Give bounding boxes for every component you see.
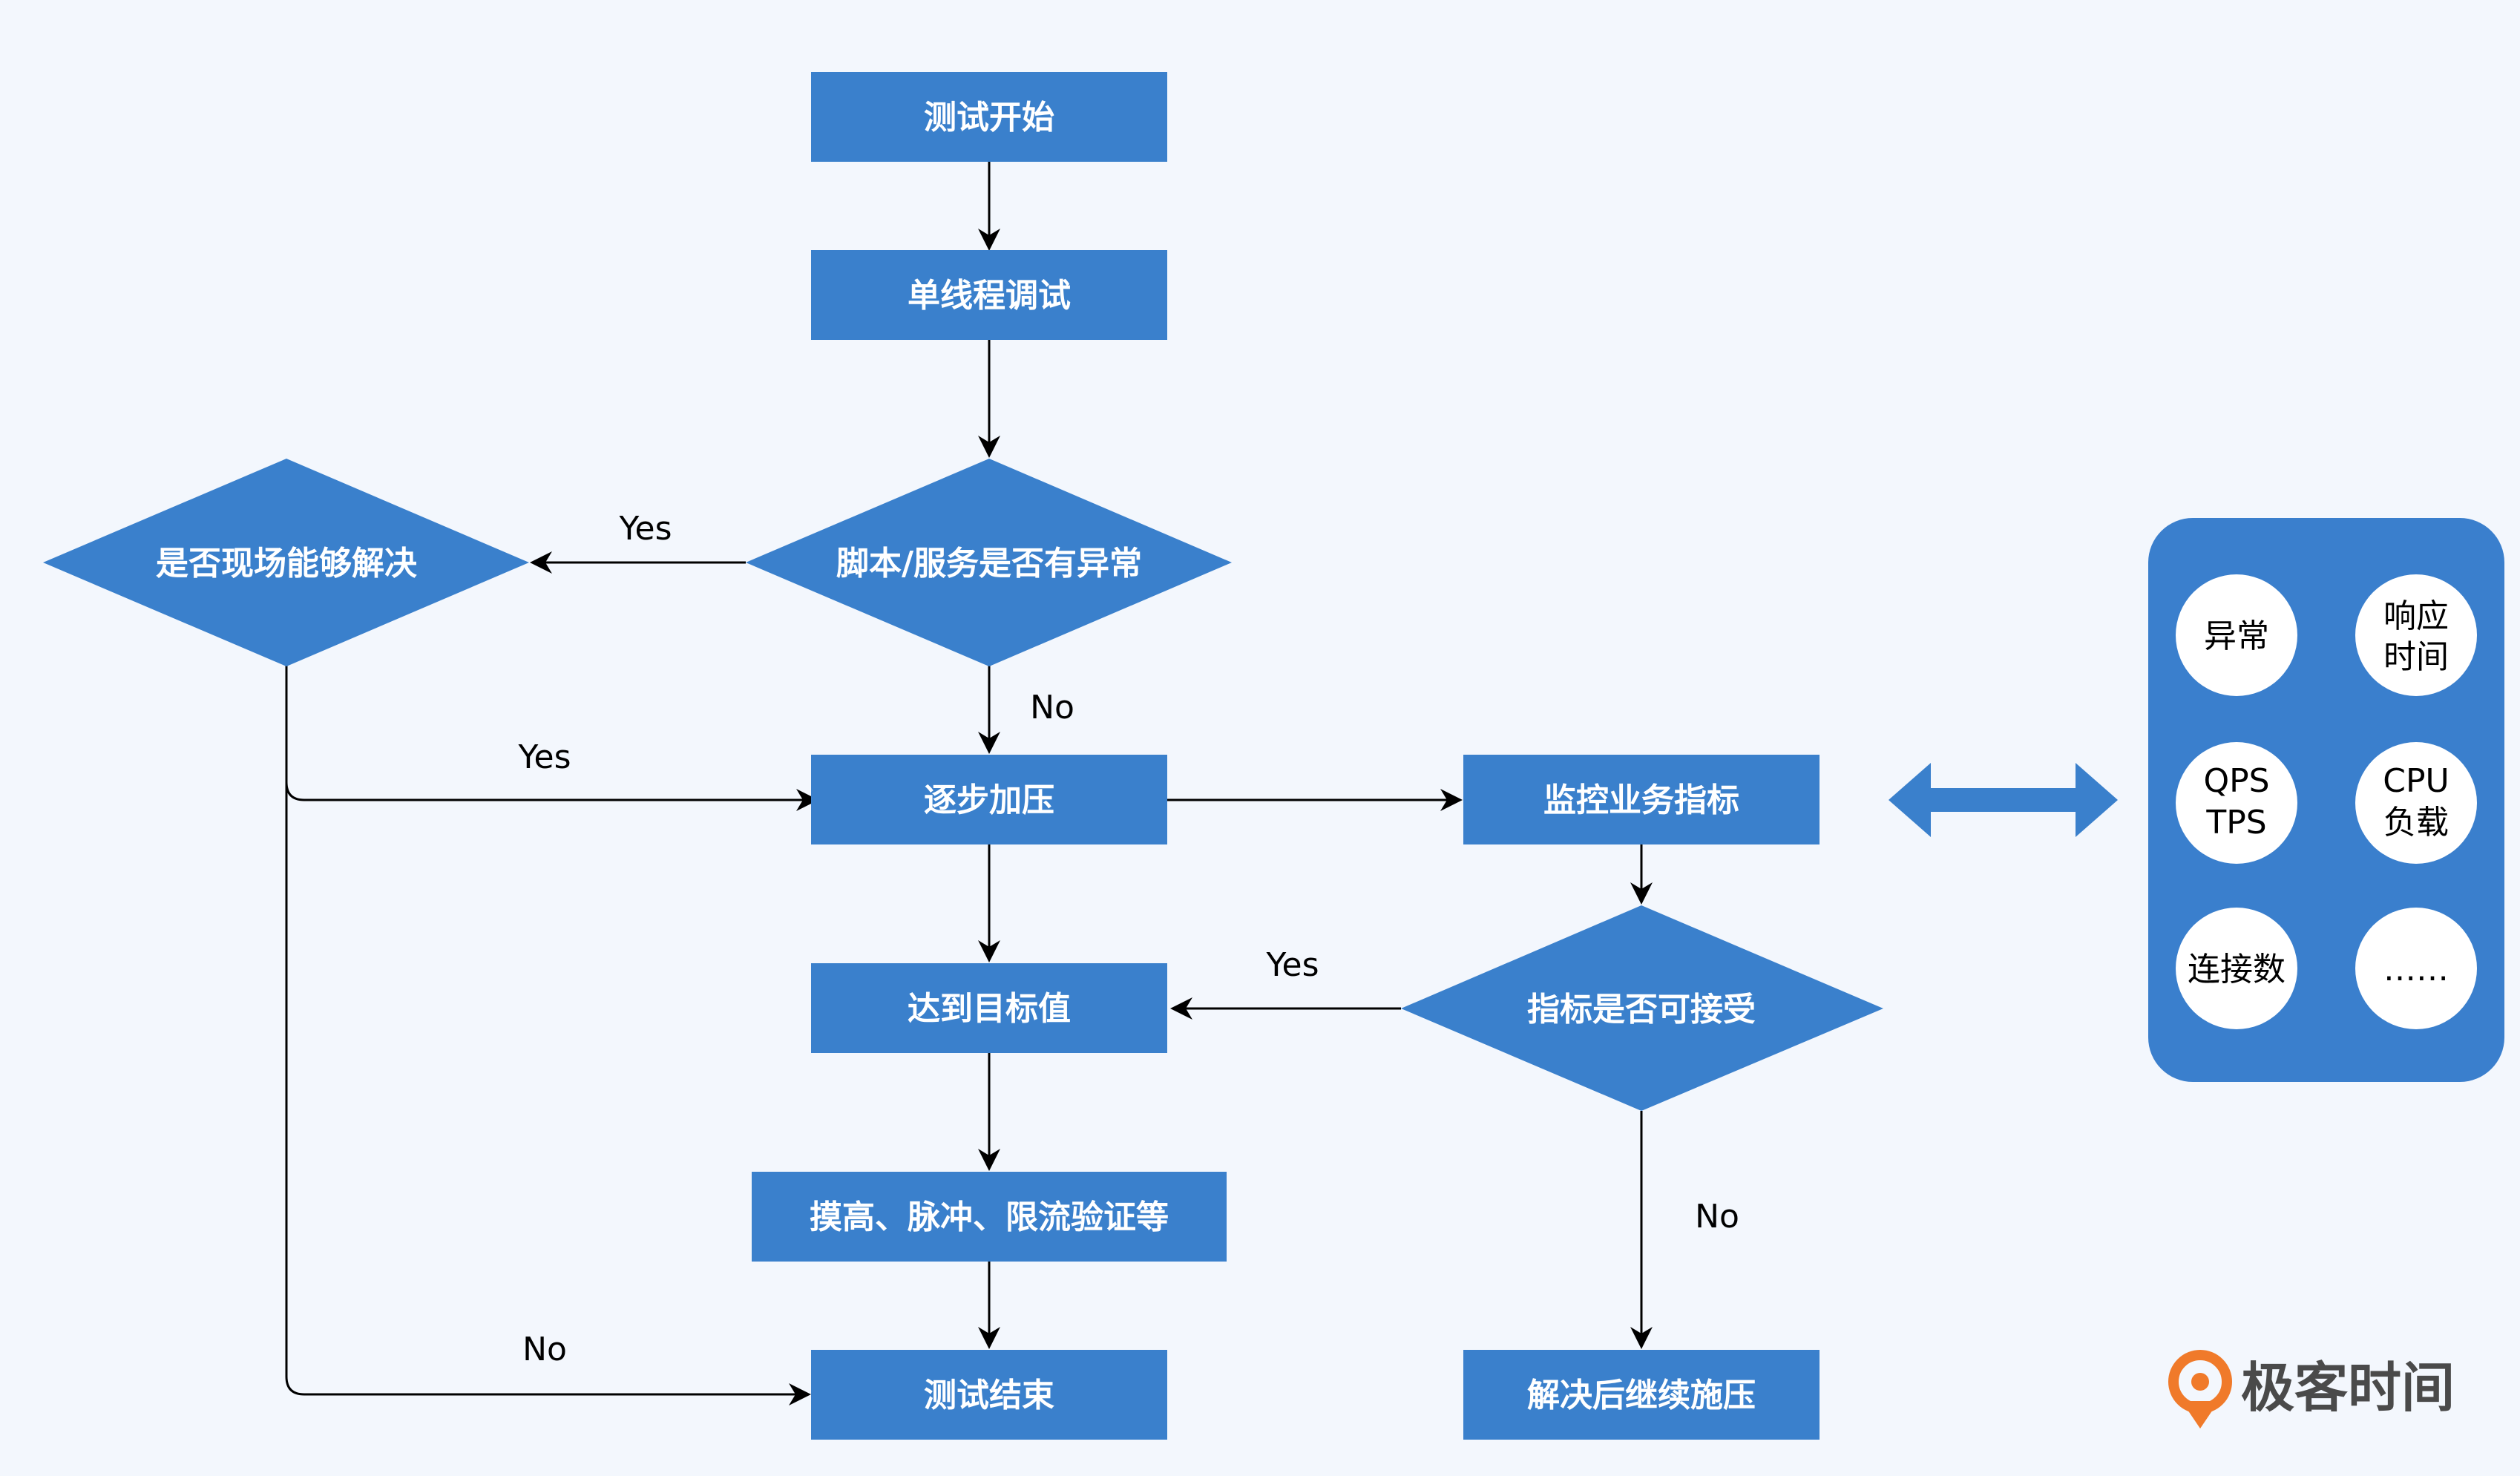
node-metrics-ok: 指标是否可接受 xyxy=(1401,905,1883,1111)
metric-item: …… xyxy=(2355,908,2477,1029)
metric-item: QPS TPS xyxy=(2176,742,2297,864)
logo-mark-icon xyxy=(2168,1350,2232,1429)
node-fix-continue-label: 解决后继续施压 xyxy=(1527,1377,1756,1414)
node-start: 测试开始 xyxy=(811,72,1167,162)
node-solve-onsite: 是否现场能够解决 xyxy=(43,459,529,666)
node-script-exception-label: 脚本/服务是否有异常 xyxy=(836,545,1142,583)
metrics-panel: 异常 响应 时间 QPS TPS CPU 负载 连接数 …… xyxy=(2148,518,2504,1082)
node-metrics-ok-label: 指标是否可接受 xyxy=(1527,991,1756,1029)
edge-solve-no-to-end xyxy=(285,782,811,1406)
edge-label-yes-solved: Yes xyxy=(517,738,571,776)
metric-item: 连接数 xyxy=(2176,908,2297,1029)
node-script-exception: 脚本/服务是否有异常 xyxy=(746,459,1232,666)
metric-item: CPU 负载 xyxy=(2355,742,2477,864)
node-solve-onsite-label: 是否现场能够解决 xyxy=(156,545,417,583)
metric-item-label: 响应 xyxy=(2383,597,2449,635)
node-peak-tests-label: 摸高、脉冲、限流验证等 xyxy=(810,1198,1169,1236)
metric-item-label: CPU xyxy=(2383,762,2449,800)
metric-item-label: TPS xyxy=(2205,804,2266,842)
node-single-thread: 单线程调试 xyxy=(811,250,1167,340)
metric-item-label: 负载 xyxy=(2383,804,2449,842)
metric-item: 异常 xyxy=(2176,574,2297,696)
node-end-label: 测试结束 xyxy=(924,1377,1054,1414)
nodes: 测试开始 单线程调试 脚本/服务是否有异常 是否现场能够解决 逐步加压 监控业务… xyxy=(43,72,1883,1440)
logo-text: 极客时间 xyxy=(2241,1357,2455,1419)
edges xyxy=(285,162,1653,1406)
node-start-label: 测试开始 xyxy=(924,99,1054,137)
edge-label-no-unacceptable: No xyxy=(1695,1198,1739,1236)
edge-label-yes-acceptable: Yes xyxy=(1265,946,1319,984)
node-ramp-up: 逐步加压 xyxy=(811,755,1167,844)
node-ramp-up-label: 逐步加压 xyxy=(924,781,1054,819)
brand-logo: 极客时间 xyxy=(2168,1350,2455,1429)
node-reach-target: 达到目标值 xyxy=(811,963,1167,1053)
metric-item-label: 时间 xyxy=(2383,638,2449,676)
edge-labels: Yes No Yes No Yes No xyxy=(517,510,1739,1368)
double-arrow-icon xyxy=(1889,763,2118,837)
edge-label-no-to-ramp: No xyxy=(1030,689,1074,726)
edge-solve-yes-to-ramp xyxy=(285,664,818,811)
node-single-thread-label: 单线程调试 xyxy=(908,277,1071,315)
node-monitor-label: 监控业务指标 xyxy=(1543,781,1739,819)
node-peak-tests: 摸高、脉冲、限流验证等 xyxy=(752,1172,1227,1262)
metric-item-label: 异常 xyxy=(2204,617,2269,655)
metric-item-label: …… xyxy=(2383,951,2449,988)
node-end: 测试结束 xyxy=(811,1350,1167,1440)
node-reach-target-label: 达到目标值 xyxy=(908,990,1071,1028)
edge-label-no-unsolved: No xyxy=(522,1331,567,1368)
edge-label-yes-to-solve: Yes xyxy=(618,510,672,548)
metric-item: 响应 时间 xyxy=(2355,574,2477,696)
node-fix-continue: 解决后继续施压 xyxy=(1463,1350,1820,1440)
node-monitor: 监控业务指标 xyxy=(1463,755,1820,844)
metric-item-label: 连接数 xyxy=(2188,951,2286,988)
metric-item-label: QPS xyxy=(2203,762,2269,800)
